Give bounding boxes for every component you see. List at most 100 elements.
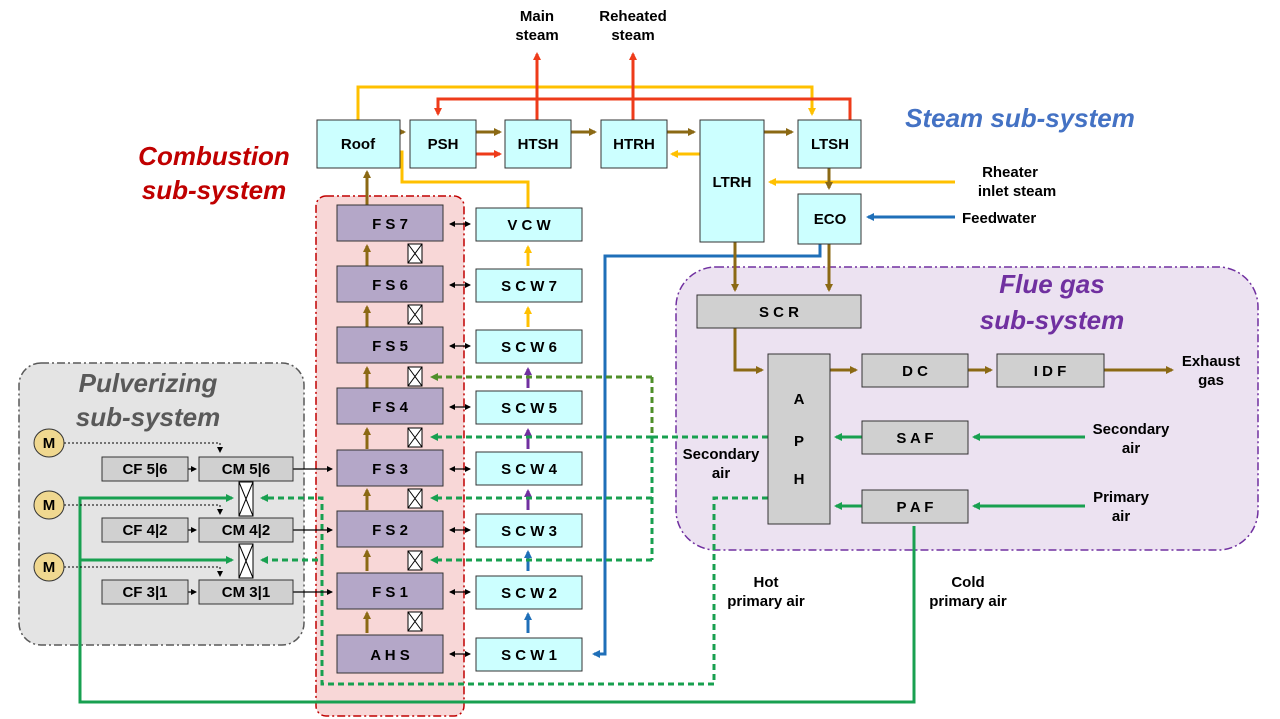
svg-text:S C W 1: S C W 1 bbox=[501, 647, 557, 664]
scw7-box: S C W 7 bbox=[475, 268, 583, 303]
secondary-air-right-label: Secondary bbox=[1093, 421, 1170, 438]
cold-primary-air-label-2: primary air bbox=[929, 593, 1007, 610]
aph-box: A P H bbox=[767, 353, 831, 525]
scw5-box: S C W 5 bbox=[475, 390, 583, 425]
htsh-box: HTSH bbox=[504, 119, 572, 169]
svg-text:S C R: S C R bbox=[759, 304, 799, 321]
primary-air-label: Primary bbox=[1093, 489, 1150, 506]
idf-box: I D F bbox=[996, 353, 1105, 388]
combustion-subsystem-title-2: sub-system bbox=[142, 175, 287, 205]
cf31-box: CF 3|1 bbox=[101, 579, 189, 605]
svg-text:HTRH: HTRH bbox=[613, 136, 655, 153]
svg-text:PSH: PSH bbox=[428, 136, 459, 153]
svg-text:CF 5|6: CF 5|6 bbox=[122, 461, 167, 478]
svg-text:F S 1: F S 1 bbox=[372, 584, 408, 601]
svg-text:F S 5: F S 5 bbox=[372, 338, 408, 355]
svg-text:CM 4|2: CM 4|2 bbox=[222, 522, 270, 539]
motor-1: M bbox=[33, 428, 65, 458]
svg-text:P: P bbox=[794, 433, 804, 450]
dc-box: D C bbox=[861, 353, 969, 388]
svg-text:M: M bbox=[43, 497, 56, 514]
svg-text:S C W 5: S C W 5 bbox=[501, 400, 557, 417]
svg-text:CF 3|1: CF 3|1 bbox=[122, 584, 167, 601]
cf42-box: CF 4|2 bbox=[101, 517, 189, 543]
motor-2: M bbox=[33, 490, 65, 520]
svg-text:V C W: V C W bbox=[507, 217, 551, 234]
fs7-box: F S 7 bbox=[336, 204, 444, 242]
steam-subsystem-title: Steam sub-system bbox=[905, 103, 1135, 133]
fs6-box: F S 6 bbox=[336, 265, 444, 303]
hot-primary-air-label-2: primary air bbox=[727, 593, 805, 610]
svg-text:LTSH: LTSH bbox=[811, 136, 849, 153]
cold-primary-air-label: Cold bbox=[951, 574, 984, 591]
scr-box: S C R bbox=[696, 294, 862, 329]
svg-text:A: A bbox=[794, 391, 805, 408]
svg-text:D C: D C bbox=[902, 363, 928, 380]
eco-box: ECO bbox=[797, 193, 862, 245]
svg-text:S C W 6: S C W 6 bbox=[501, 339, 557, 356]
rheater-inlet-label: Rheater bbox=[982, 164, 1038, 181]
svg-text:ECO: ECO bbox=[814, 211, 847, 228]
scw6-box: S C W 6 bbox=[475, 329, 583, 364]
htrh-box: HTRH bbox=[600, 119, 668, 169]
svg-text:Roof: Roof bbox=[341, 136, 376, 153]
svg-text:S A F: S A F bbox=[896, 430, 933, 447]
svg-text:F S 6: F S 6 bbox=[372, 277, 408, 294]
reheated-steam-label: Reheated bbox=[599, 8, 667, 25]
svg-text:S C W 4: S C W 4 bbox=[501, 461, 557, 478]
exhaust-gas-label: Exhaust bbox=[1182, 353, 1240, 370]
flue-subsystem-title: Flue gas bbox=[999, 269, 1104, 299]
svg-text:H: H bbox=[794, 471, 805, 488]
fs1-box: F S 1 bbox=[336, 572, 444, 610]
svg-text:CM 3|1: CM 3|1 bbox=[222, 584, 270, 601]
pulverizing-subsystem-title: Pulverizing bbox=[79, 368, 218, 398]
motor-3: M bbox=[33, 552, 65, 582]
hot-primary-air-label: Hot bbox=[754, 574, 779, 591]
svg-text:CM 5|6: CM 5|6 bbox=[222, 461, 270, 478]
roof-box: Roof bbox=[316, 119, 401, 169]
svg-text:S C W 3: S C W 3 bbox=[501, 523, 557, 540]
primary-air-label-2: air bbox=[1112, 508, 1131, 525]
svg-text:F S 7: F S 7 bbox=[372, 216, 408, 233]
fs3-box: F S 3 bbox=[336, 449, 444, 487]
saf-box: S A F bbox=[861, 420, 969, 455]
scw2-box: S C W 2 bbox=[475, 575, 583, 610]
pulverizing-region bbox=[18, 362, 305, 646]
flow-lines bbox=[64, 52, 1174, 704]
svg-text:I D F: I D F bbox=[1034, 363, 1067, 380]
ltrh-box: LTRH bbox=[699, 119, 765, 243]
svg-text:P A F: P A F bbox=[897, 499, 934, 516]
svg-text:F S 3: F S 3 bbox=[372, 461, 408, 478]
damper-symbols bbox=[238, 243, 423, 632]
reheated-steam-label-2: steam bbox=[611, 27, 654, 44]
svg-text:A H S: A H S bbox=[370, 647, 409, 664]
secondary-air-right-label-2: air bbox=[1122, 440, 1141, 457]
combustion-subsystem-title: Combustion bbox=[138, 141, 290, 171]
svg-text:M: M bbox=[43, 435, 56, 452]
fs2-box: F S 2 bbox=[336, 510, 444, 548]
feedwater-label: Feedwater bbox=[962, 210, 1036, 227]
scw1-box: S C W 1 bbox=[475, 637, 583, 672]
vcw-box: V C W bbox=[475, 207, 583, 242]
svg-text:S C W 7: S C W 7 bbox=[501, 278, 557, 295]
paf-box: P A F bbox=[861, 489, 969, 524]
fs5-box: F S 5 bbox=[336, 326, 444, 364]
svg-text:M: M bbox=[43, 559, 56, 576]
svg-text:CF 4|2: CF 4|2 bbox=[122, 522, 167, 539]
psh-box: PSH bbox=[409, 119, 477, 169]
scw3-box: S C W 3 bbox=[475, 513, 583, 548]
svg-text:F S 4: F S 4 bbox=[372, 399, 409, 416]
svg-text:F S 2: F S 2 bbox=[372, 522, 408, 539]
cm56-box: CM 5|6 bbox=[198, 456, 294, 482]
svg-text:S C W 2: S C W 2 bbox=[501, 585, 557, 602]
svg-text:LTRH: LTRH bbox=[713, 174, 752, 191]
cf56-box: CF 5|6 bbox=[101, 456, 189, 482]
ahs-box: A H S bbox=[336, 634, 444, 674]
flue-subsystem-title-2: sub-system bbox=[980, 305, 1125, 335]
scw4-box: S C W 4 bbox=[475, 451, 583, 486]
main-steam-label: Main bbox=[520, 8, 554, 25]
cm31-box: CM 3|1 bbox=[198, 579, 294, 605]
exhaust-gas-label-2: gas bbox=[1198, 372, 1224, 389]
pulverizing-subsystem-title-2: sub-system bbox=[76, 402, 221, 432]
